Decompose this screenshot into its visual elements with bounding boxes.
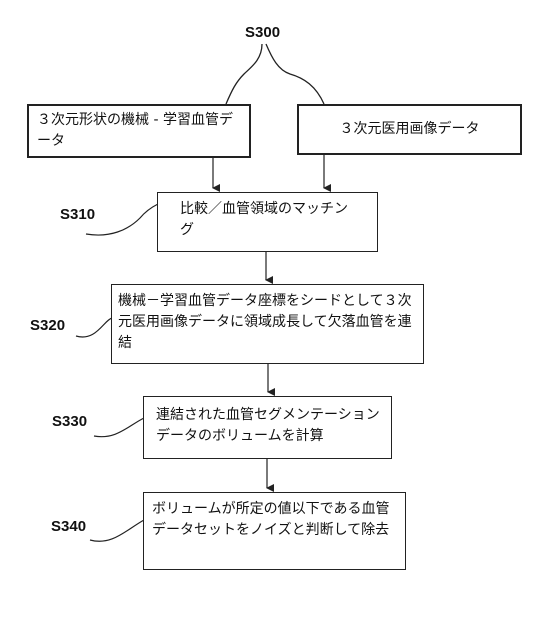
process-box-s310-text: 比較／血管領域のマッチング [180, 201, 348, 238]
process-box-s310: 比較／血管領域のマッチング [157, 192, 378, 252]
step-label-s310: S310 [60, 206, 96, 223]
leader-s330 [93, 417, 145, 438]
process-box-s330-text: 連結された血管セグメンテーションデータのボリュームを計算 [156, 407, 380, 444]
process-box-s330: 連結された血管セグメンテーションデータのボリュームを計算 [143, 396, 392, 459]
input-box-medical-image-data: ３次元医用画像データ [297, 104, 522, 155]
process-box-s320-text: 機械－学習血管データ座標をシードとして３次元医用画像データに領域成長して欠落血管… [118, 293, 412, 351]
process-box-s320: 機械－学習血管データ座標をシードとして３次元医用画像データに領域成長して欠落血管… [111, 284, 424, 364]
process-box-s340: ボリュームが所定の値以下である血管データセットをノイズと判断して除去 [143, 492, 406, 570]
input-box-medical-image-data-text: ３次元医用画像データ [339, 121, 480, 137]
step-label-s320: S320 [30, 317, 66, 334]
leader-s320 [75, 317, 113, 338]
process-box-s340-text: ボリュームが所定の値以下である血管データセットをノイズと判断して除去 [152, 501, 390, 538]
step-label-s340: S340 [51, 518, 87, 535]
s300-branch-right [265, 43, 325, 105]
input-box-ml-vessel-data-text: ３次元形状の機械 - 学習血管データ [37, 112, 233, 149]
step-label-s300: S300 [245, 24, 281, 41]
s300-branch-left [225, 43, 263, 105]
input-box-ml-vessel-data: ３次元形状の機械 - 学習血管データ [27, 104, 251, 158]
leader-s340 [89, 519, 145, 542]
step-label-s330: S330 [52, 413, 88, 430]
leader-s310 [85, 203, 159, 236]
